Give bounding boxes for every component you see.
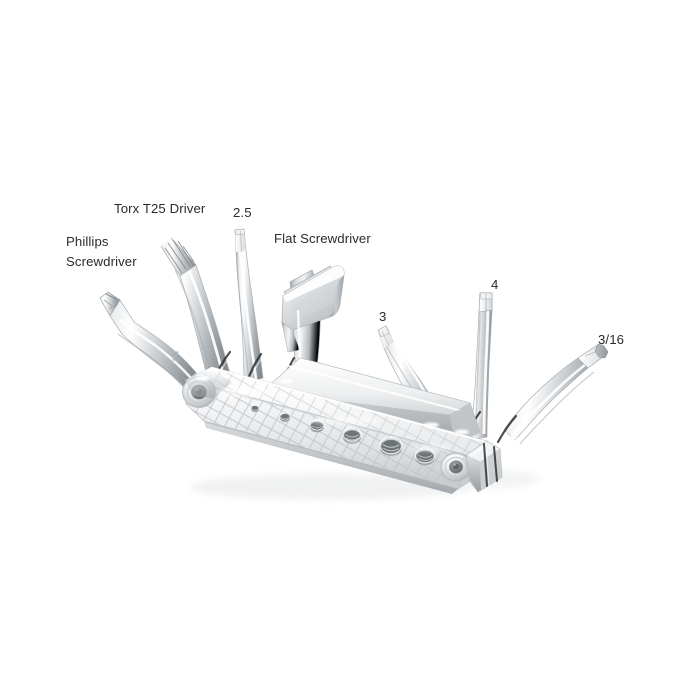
tool-torx-t25-driver bbox=[160, 237, 232, 385]
arm-root-glints bbox=[196, 375, 517, 441]
handle-specular-highlights bbox=[216, 388, 450, 451]
threaded-hole bbox=[342, 426, 362, 444]
threaded-hole bbox=[379, 436, 403, 457]
tool-hex-3-16 bbox=[503, 342, 609, 445]
handle-right-collar bbox=[465, 440, 503, 493]
tool-phillips-screwdriver bbox=[99, 291, 204, 397]
label-hex-4: 4 bbox=[491, 277, 499, 292]
threaded-hole bbox=[250, 403, 260, 413]
threaded-hole bbox=[279, 411, 291, 423]
handle-threaded-holes bbox=[250, 403, 436, 466]
tool-hex-4 bbox=[469, 292, 493, 441]
label-hex-3-16: 3/16 bbox=[598, 332, 625, 347]
tool-hex-2-5 bbox=[234, 228, 264, 385]
pivot-rivet-right bbox=[440, 452, 472, 482]
threaded-hole bbox=[309, 418, 325, 433]
label-torx-t25-driver: Torx T25 Driver bbox=[114, 201, 206, 216]
label-hex-3: 3 bbox=[379, 309, 387, 324]
label-phillips-screwdriver: Phillips Screwdriver bbox=[66, 234, 137, 269]
label-hex-2-5: 2.5 bbox=[233, 205, 252, 220]
label-flat-screwdriver: Flat Screwdriver bbox=[274, 231, 371, 246]
